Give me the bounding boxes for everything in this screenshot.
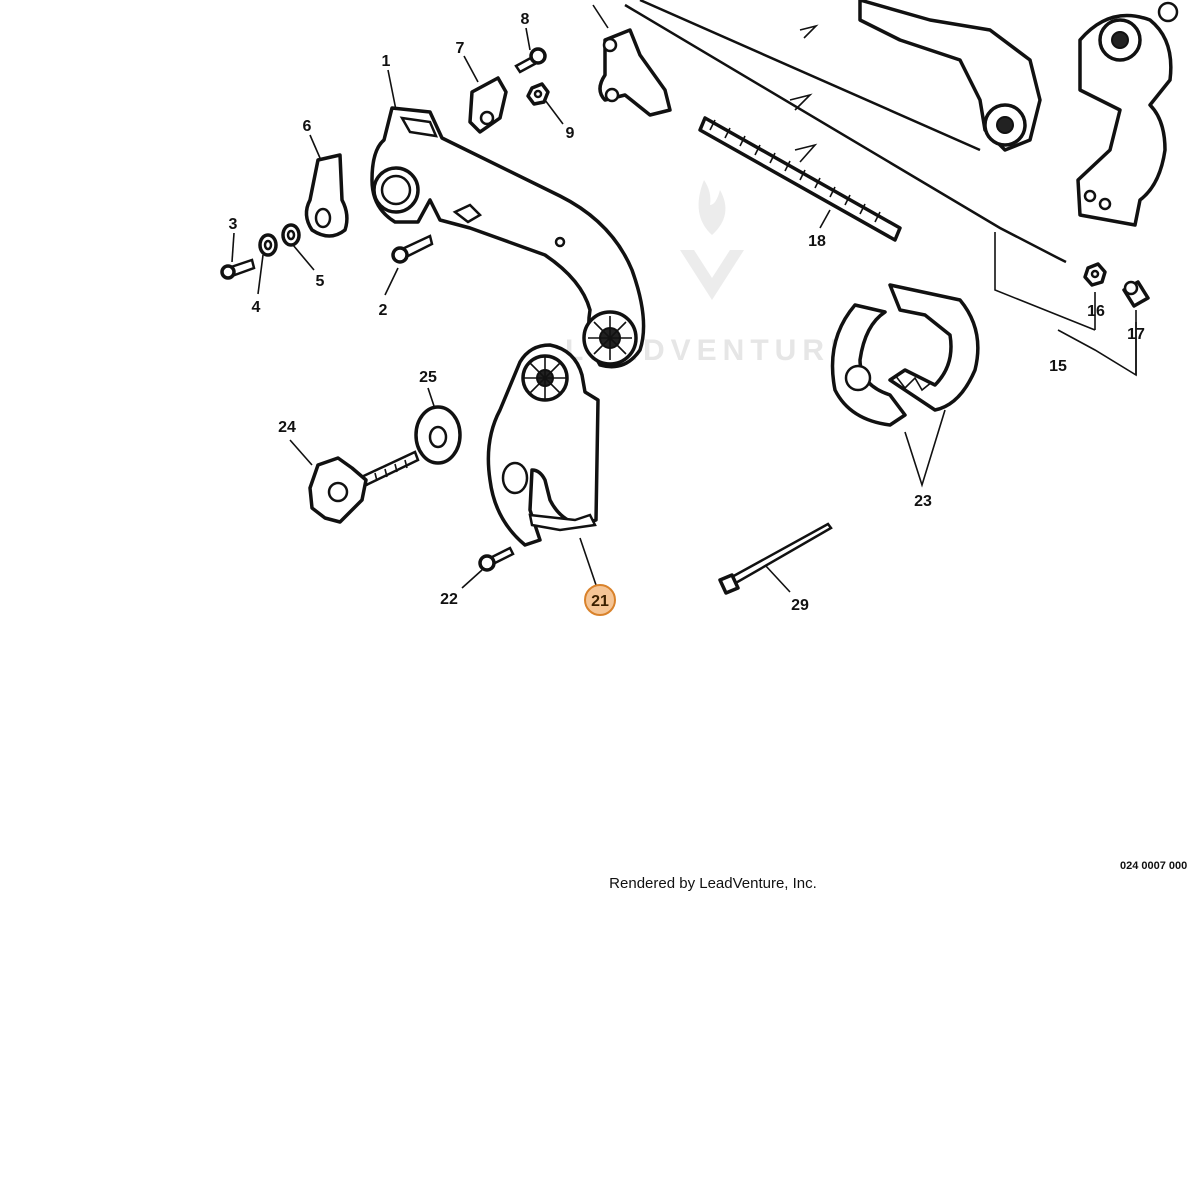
part-16-nut[interactable]	[1083, 262, 1107, 287]
part-24-knob[interactable]	[308, 450, 420, 524]
part-9-nut[interactable]	[526, 82, 550, 106]
part-18-spring[interactable]	[698, 116, 902, 242]
callout-9[interactable]: 9	[566, 125, 575, 142]
part-1-ratchet	[582, 310, 638, 366]
callout-labels: 1 2 3 4 5 6 7 8 9 15 16 17 18 22 23 24 2…	[229, 11, 1145, 614]
callout-6[interactable]: 6	[303, 118, 312, 135]
callout-24[interactable]: 24	[278, 419, 296, 436]
callout-21-highlight[interactable]: 21	[584, 584, 616, 616]
part-25-washer[interactable]	[414, 405, 462, 465]
part-15-cable[interactable]	[624, 0, 1096, 331]
callout-2[interactable]: 2	[379, 302, 388, 319]
part-21-bracket[interactable]	[486, 343, 600, 547]
part-1-handle[interactable]	[370, 106, 646, 369]
callout-23[interactable]: 23	[914, 493, 932, 510]
part-6-lever[interactable]	[304, 153, 349, 238]
callout-22[interactable]: 22	[440, 591, 458, 608]
diagram-code: 024 0007 000	[1120, 860, 1187, 872]
upper-right-bracket	[1076, 1, 1179, 227]
part-3-screw[interactable]	[220, 258, 256, 280]
upper-gear-housing	[858, 0, 1042, 152]
throttle-lever	[598, 28, 672, 117]
part-2-screw[interactable]	[391, 234, 434, 264]
callout-5[interactable]: 5	[316, 273, 325, 290]
callout-25[interactable]: 25	[419, 369, 437, 386]
callout-8[interactable]: 8	[521, 11, 530, 28]
part-4-washer[interactable]	[258, 233, 278, 257]
callout-21[interactable]: 21	[591, 593, 609, 610]
part-7-clip[interactable]	[468, 76, 508, 134]
callout-1[interactable]: 1	[382, 53, 391, 70]
callout-4[interactable]: 4	[252, 299, 261, 316]
part-5-washer[interactable]	[281, 223, 301, 247]
callout-18[interactable]: 18	[808, 233, 826, 250]
part-17-ferrule[interactable]	[1122, 280, 1150, 308]
part-29-cable-tie[interactable]	[718, 522, 833, 595]
callout-16[interactable]: 16	[1087, 303, 1105, 320]
callout-17[interactable]: 17	[1127, 326, 1145, 343]
part-23-clamp[interactable]	[830, 283, 980, 427]
callout-29[interactable]: 29	[791, 597, 809, 614]
leader-lines	[231, 4, 1137, 593]
part-22-screw[interactable]	[478, 546, 515, 572]
callout-3[interactable]: 3	[229, 216, 238, 233]
footer-credit: Rendered by LeadVenture, Inc.	[609, 875, 817, 892]
callout-7[interactable]: 7	[456, 40, 465, 57]
callout-15[interactable]: 15	[1049, 358, 1067, 375]
part-8-screw[interactable]	[514, 47, 547, 74]
